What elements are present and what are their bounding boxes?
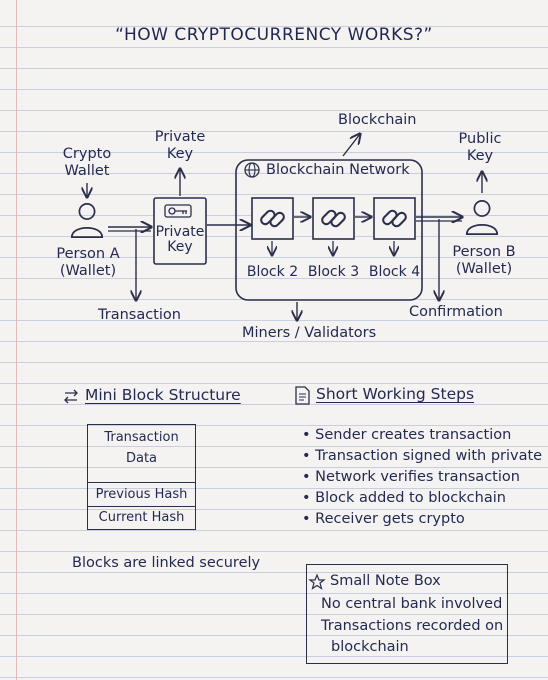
- blockchain-label: Blockchain: [338, 112, 417, 128]
- transaction-label: Transaction: [98, 307, 181, 323]
- private-key-top-label: Private Key: [154, 129, 206, 162]
- note-line-3: blockchain: [331, 639, 409, 655]
- miners-label: Miners / Validators: [242, 325, 377, 341]
- public-key-label: Public Key: [458, 131, 502, 164]
- list-item: • Transaction signed with private key: [302, 448, 548, 464]
- private-key-box-label: Private Key: [155, 224, 205, 256]
- person-b-icon: [465, 199, 499, 236]
- list-item: • Block added to blockchain: [302, 490, 506, 506]
- network-frame: [235, 159, 423, 301]
- note-line-1: No central bank involved: [321, 596, 503, 612]
- blockchain-pointer-arrow: [342, 134, 360, 157]
- private-key-box: [153, 197, 207, 265]
- key-icon: [164, 204, 192, 218]
- mini-block-row-current-hash: Current Hash: [98, 510, 185, 525]
- note-box: [306, 564, 508, 664]
- star-icon: [308, 573, 326, 590]
- globe-icon: [244, 162, 260, 178]
- mini-block-row-transaction: Transaction: [104, 430, 179, 445]
- note-line-2: Transactions recorded on: [321, 618, 504, 634]
- note-heading: Small Note Box: [330, 573, 441, 589]
- block-2-label: Block 2: [246, 264, 299, 280]
- confirmation-label: Confirmation: [409, 304, 503, 320]
- mini-block-caption: Blocks are linked securely: [72, 555, 261, 571]
- network-label: Blockchain Network: [266, 162, 410, 178]
- block-4-label: Block 4: [368, 264, 421, 280]
- mini-block-row-data: Data: [125, 451, 158, 466]
- list-item: • Receiver gets crypto: [302, 511, 465, 527]
- margin-line: [16, 0, 17, 680]
- steps-heading: Short Working Steps: [316, 385, 475, 403]
- page-title: “HOW CRYPTOCURRENCY WORKS?”: [115, 25, 433, 45]
- list-item: • Network verifies transaction: [302, 469, 520, 485]
- block-3-label: Block 3: [307, 264, 360, 280]
- person-a-icon: [70, 202, 104, 239]
- list-item: • Sender creates transaction: [302, 427, 512, 443]
- block-4: [373, 197, 416, 240]
- swap-arrows-icon: [64, 389, 78, 404]
- block-2: [251, 197, 294, 240]
- block-3: [312, 197, 355, 240]
- person-a-label: Person A (Wallet): [56, 246, 120, 279]
- document-icon: [295, 386, 310, 405]
- mini-block-table: Transaction Data Previous Hash Current H…: [87, 424, 196, 530]
- mini-block-row-previous-hash: Previous Hash: [95, 487, 188, 502]
- person-b-label: Person B (Wallet): [452, 244, 516, 277]
- mini-block-heading: Mini Block Structure: [85, 386, 241, 404]
- crypto-wallet-label: Crypto Wallet: [62, 146, 112, 179]
